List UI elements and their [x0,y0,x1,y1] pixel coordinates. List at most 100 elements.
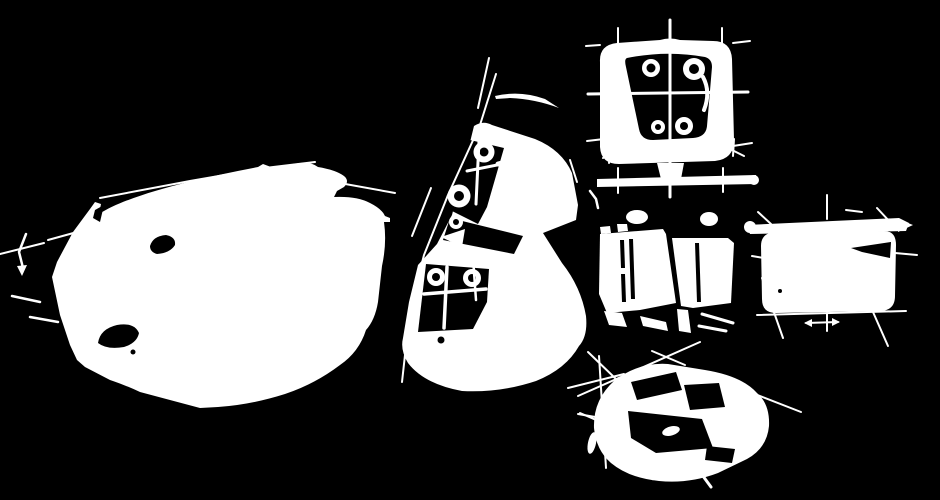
curved-grille-silhouette-shape [700,312,735,325]
curved-grille-silhouette-shape [695,243,701,302]
curved-grille-silhouette-shape [620,240,625,268]
striped-cylinder-silhouette-shape [598,355,607,469]
striped-cylinder-silhouette-shape [577,341,701,397]
tilted-speaker-silhouette-shape [411,187,432,237]
rounded-frame-monitor-silhouette-shape [585,44,601,47]
rounded-frame-monitor-silhouette-shape [701,75,710,112]
tilted-speaker-silhouette-shape [454,191,464,201]
rounded-frame-monitor-silhouette-shape [732,40,751,44]
tilted-speaker-silhouette-shape [422,333,428,339]
rounded-frame-monitor-silhouette-shape [732,142,753,147]
stray-marks [569,159,600,210]
lidded-box-silhouette-shape [756,310,907,316]
curved-grille-silhouette-shape [626,210,648,224]
rounded-box-silhouette-shape [311,177,396,194]
rounded-frame-monitor-silhouette-shape [732,138,735,157]
rounded-box-silhouette-shape [47,228,89,241]
curved-grille-silhouette-shape [599,229,676,313]
rounded-box-silhouette-shape [17,232,28,270]
curved-grille-silhouette-shape [672,238,734,308]
tilted-speaker-silhouette-shape [477,57,490,109]
striped-cylinder-silhouette-shape [698,470,713,489]
lidded-box-silhouette-shape [898,219,913,232]
tilted-speaker-silhouette-shape [495,93,559,108]
lidded-box-silhouette-shape [757,211,772,225]
striped-cylinder-silhouette [567,341,802,489]
tilted-speaker-silhouette-shape [432,273,440,281]
tilted-speaker-silhouette-shape [471,256,478,302]
lidded-box-silhouette-shape [832,318,840,326]
rounded-frame-monitor-silhouette-shape [749,175,759,185]
rounded-frame-monitor-silhouette-shape [655,124,661,130]
curved-grille-silhouette-shape [604,311,627,327]
tilted-speaker-silhouette-shape [443,218,523,254]
striped-cylinder-silhouette-shape [610,450,643,471]
curved-grille-silhouette-shape [640,316,668,331]
tilted-speaker-silhouette-shape [404,328,426,345]
striped-cylinder-silhouette-shape [619,461,655,481]
lidded-box-silhouette-shape [761,231,896,313]
tilted-speaker-silhouette-shape [465,159,519,173]
striped-cylinder-silhouette-shape [651,350,686,366]
striped-cylinder-silhouette-shape [587,432,597,454]
rounded-frame-monitor-silhouette-shape [680,122,688,130]
lidded-box-silhouette-shape [876,207,891,223]
lidded-box-silhouette-shape [778,289,782,293]
curved-grille-silhouette-shape [617,224,628,232]
rounded-frame-monitor-silhouette-shape [597,175,757,187]
lidded-box-silhouette-shape [845,209,863,213]
lidded-box-silhouette-shape [751,255,765,259]
rounded-frame-monitor-silhouette-shape [586,138,605,142]
curved-grille-silhouette [599,210,735,333]
rounded-frame-monitor-silhouette-shape [657,163,684,179]
tilted-speaker-silhouette [401,57,587,392]
lidded-box-silhouette-shape [744,221,756,233]
tilted-speaker-silhouette-shape [479,147,489,157]
rounded-frame-monitor-silhouette-shape [608,141,612,164]
striped-cylinder-silhouette-shape [579,412,611,427]
rounded-box-silhouette [0,161,396,408]
curved-grille-silhouette-shape [621,274,626,302]
tilted-speaker-silhouette-shape [442,265,449,330]
stray-marks-shape [588,189,600,210]
lidded-box-silhouette-shape [746,218,909,234]
rounded-box-silhouette-shape [130,349,136,355]
striped-cylinder-silhouette-shape [587,351,618,381]
rounded-box-silhouette-shape [98,324,139,348]
rounded-frame-monitor-silhouette-shape [602,148,622,159]
striped-cylinder-silhouette-shape [631,372,682,400]
rounded-box-silhouette-shape [17,265,27,276]
rounded-box-silhouette-shape [0,242,45,255]
rounded-frame-monitor-silhouette-shape [586,90,750,96]
lidded-box-silhouette [744,194,918,347]
lidded-box-silhouette-shape [851,242,891,258]
striped-cylinder-silhouette-shape [746,390,802,413]
rounded-box-silhouette-shape [28,315,60,324]
rounded-box-silhouette-shape [10,294,42,304]
striped-cylinder-silhouette-shape [705,446,735,463]
striped-cylinder-silhouette-shape [662,426,680,436]
rounded-box-silhouette-shape [93,205,104,222]
lidded-box-silhouette-shape [804,319,812,327]
lidded-box-silhouette-shape [894,252,918,256]
rounded-frame-monitor-silhouette-shape [646,63,656,73]
curved-grille-silhouette-shape [677,309,691,333]
tilted-speaker-silhouette-shape [401,73,497,383]
rounded-frame-monitor-silhouette [585,18,759,199]
rounded-box-silhouette-shape [99,161,316,199]
curved-grille-silhouette-shape [600,226,611,234]
lidded-box-silhouette-shape [872,311,889,347]
tilted-speaker-silhouette-shape [437,336,445,344]
curved-grille-silhouette-shape [697,324,728,333]
curved-grille-silhouette-shape [700,212,718,226]
rounded-box-silhouette-shape [52,162,390,408]
tilted-speaker-silhouette-shape [453,219,459,225]
curved-grille-silhouette-shape [629,239,635,299]
rounded-frame-monitor-silhouette-shape [689,64,699,74]
stray-marks-shape [569,159,578,183]
lidded-box-silhouette-shape [761,277,784,339]
striped-cylinder-silhouette-shape [567,373,625,389]
striped-cylinder-silhouette-shape [684,383,725,410]
